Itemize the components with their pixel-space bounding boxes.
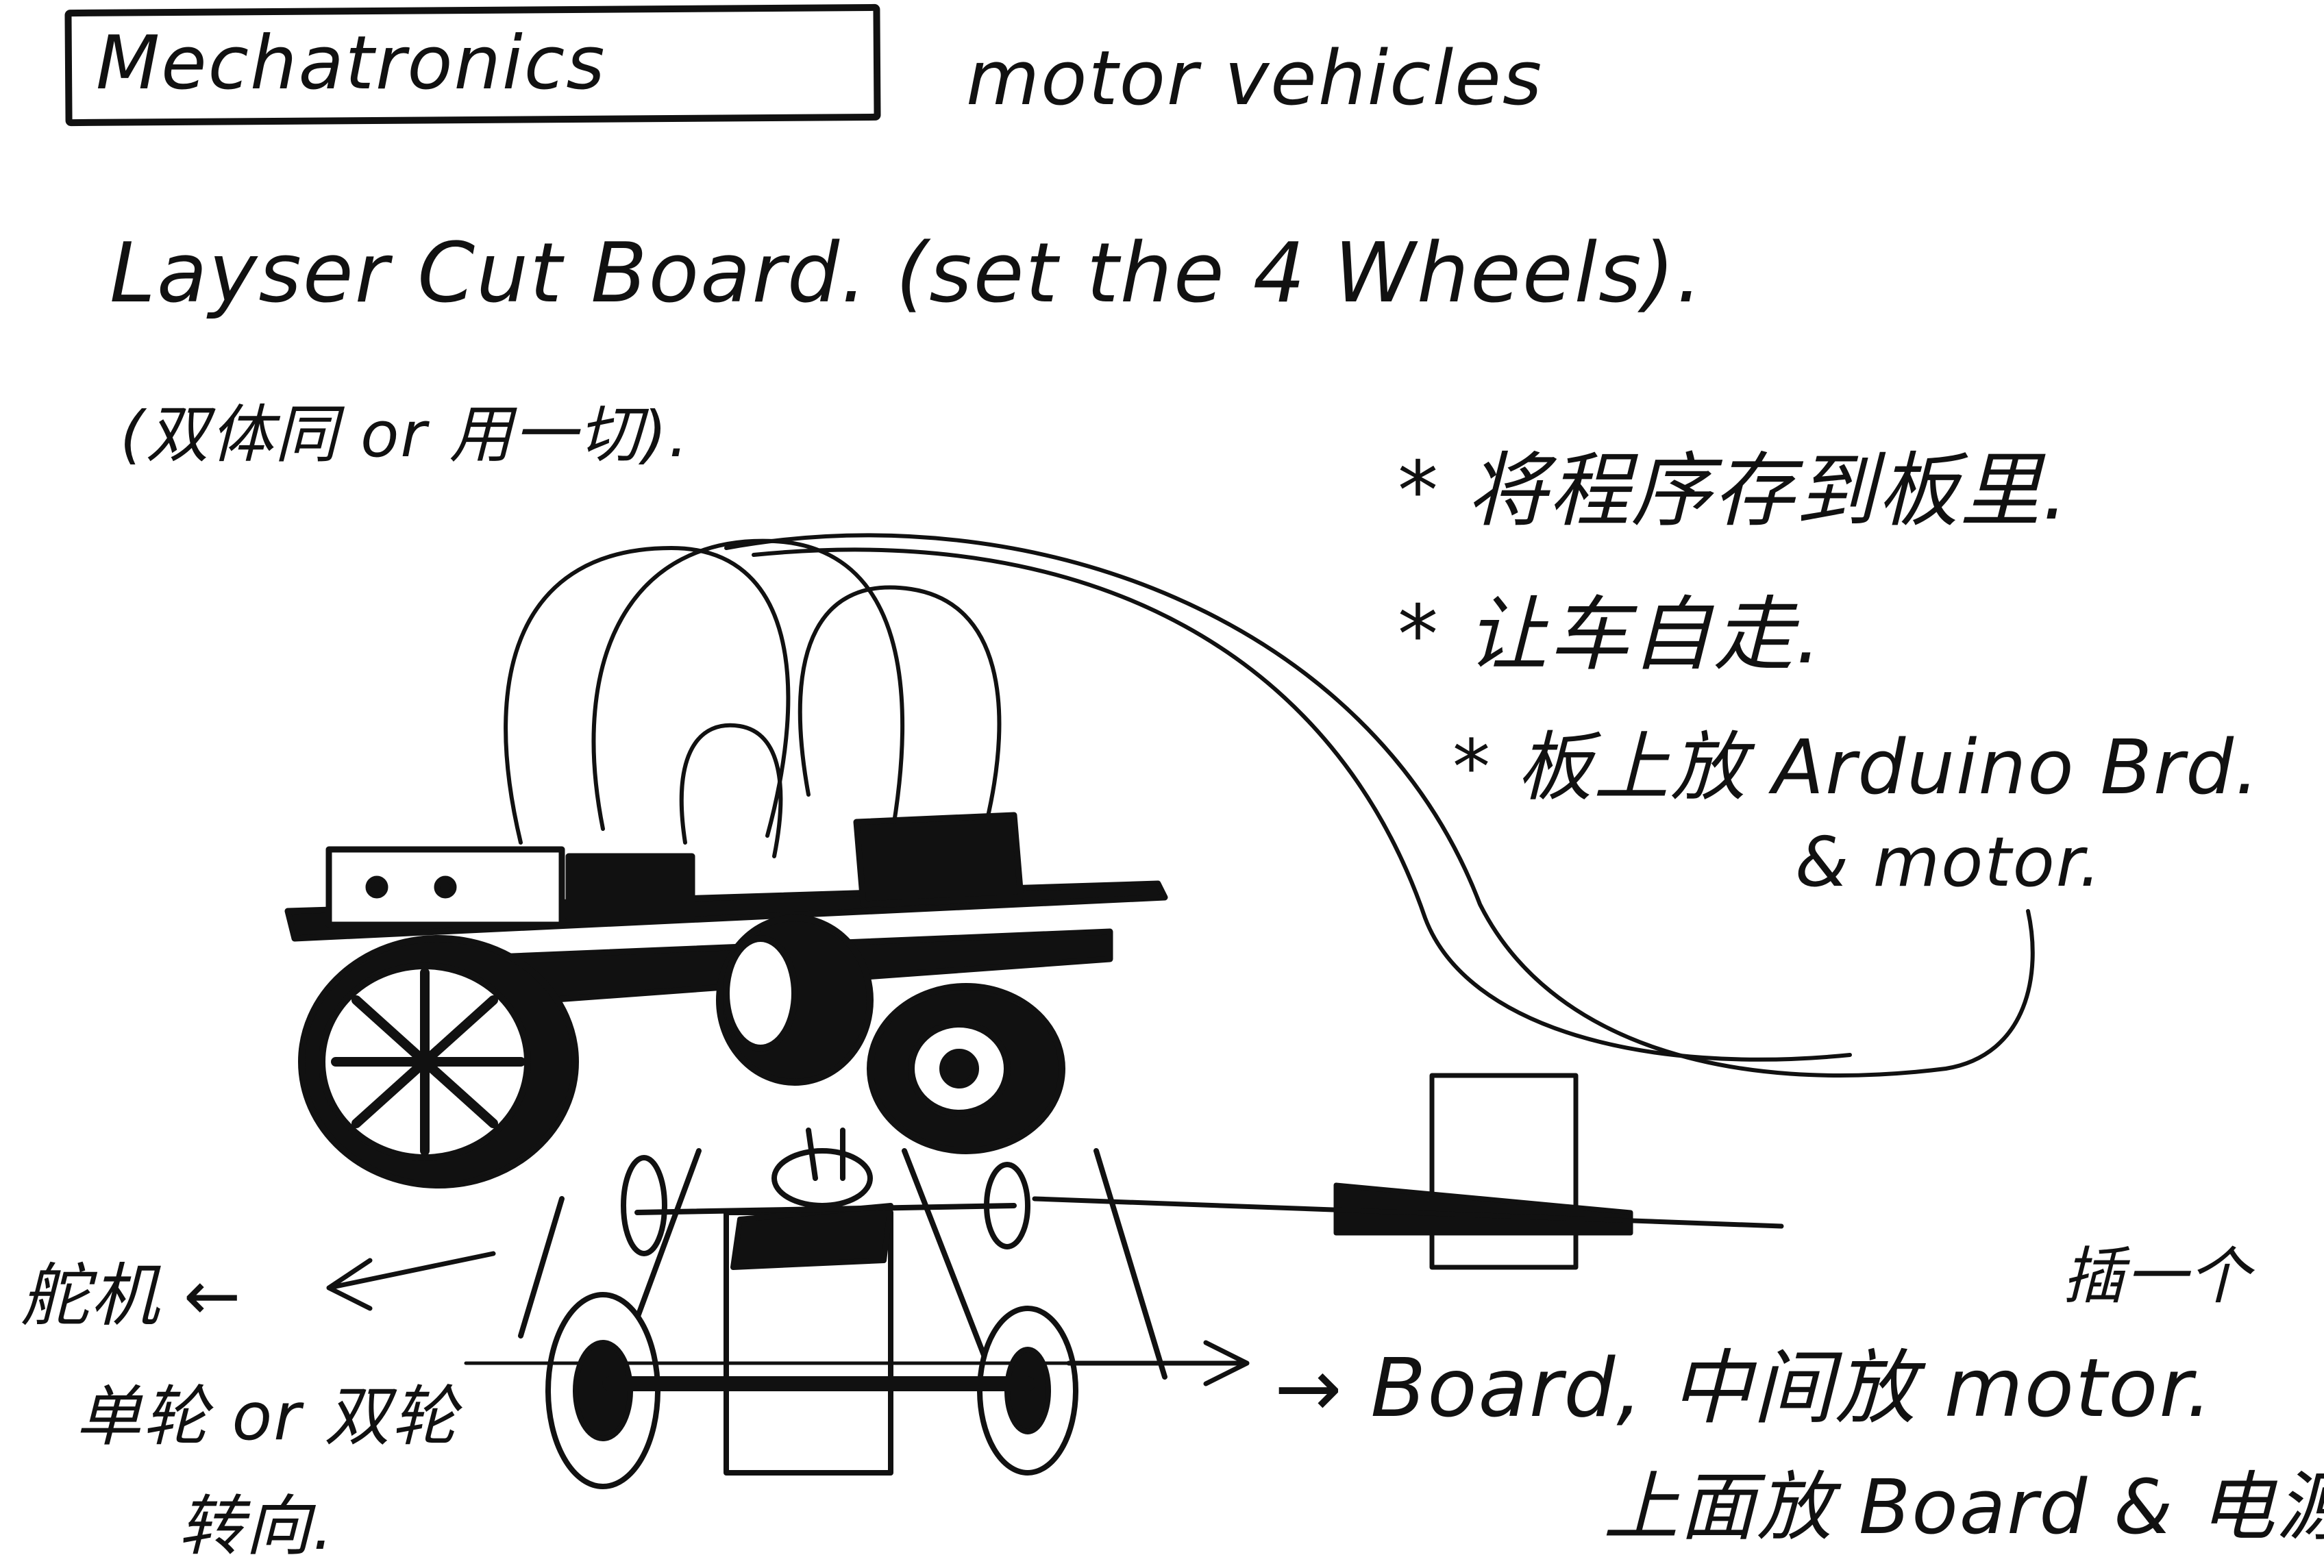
board-power-label: 上面放 Board & 电源 xyxy=(1603,1463,2324,1551)
arrows xyxy=(326,1251,1250,1386)
note-self-drive: * 让车自走. xyxy=(1398,587,1823,682)
laser-cut-note: Layser Cut Board. (set the 4 Wheels). xyxy=(110,226,1704,321)
material-note: (双体同 or 用一切). xyxy=(120,398,690,471)
steering-assembly xyxy=(464,1128,1235,1489)
wheel-option-label: 单轮 or 双轮 xyxy=(75,1378,459,1455)
front-wheel-right xyxy=(867,983,1065,1154)
board-label: → Board, 中间放 motor. xyxy=(1274,1341,2214,1435)
chassis-board xyxy=(284,812,1168,1010)
board-motor-block xyxy=(1032,1073,1784,1270)
note-save-program: * 将程序存到板里. xyxy=(1398,443,2070,538)
sketch-subtitle: motor vehicles xyxy=(966,34,1544,122)
sketch-title: Mechatronics xyxy=(96,21,606,106)
note-arduino-board: * 板上放 Arduino Brd. xyxy=(1452,723,2260,811)
steering-label: 转向. xyxy=(178,1488,335,1565)
steering-servo-label: 舵机 ← xyxy=(21,1256,243,1336)
middle-tyre xyxy=(716,914,874,1086)
wire-loops xyxy=(504,533,2035,1078)
note-motor: & motor. xyxy=(1795,822,2103,902)
plug-label: 插一个 xyxy=(2062,1241,2251,1312)
rear-wheel-left xyxy=(298,935,579,1189)
